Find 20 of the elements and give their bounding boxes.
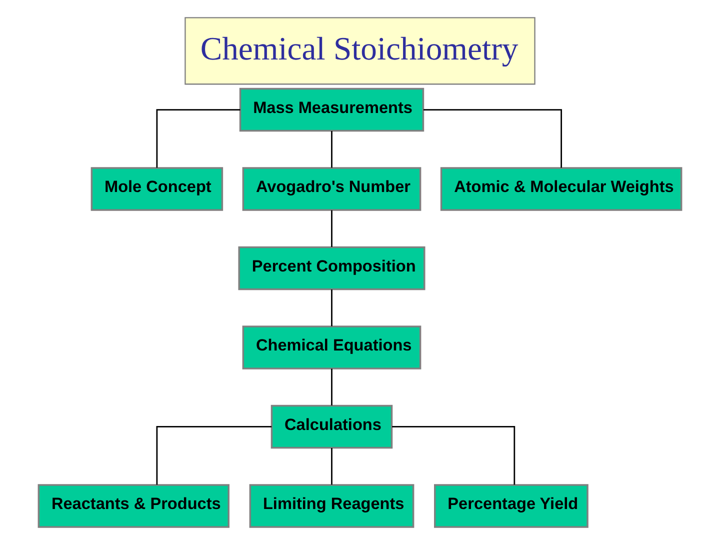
- diagram-title: Chemical Stoichiometry: [200, 32, 518, 68]
- connector: [331, 448, 332, 485]
- connector: [156, 109, 240, 168]
- node-box: Calculations: [270, 404, 393, 449]
- node-box: Atomic & Molecular Weights: [440, 167, 682, 211]
- node-box: Mole Concept: [90, 167, 224, 211]
- node-box: Mass Measurements: [239, 88, 424, 132]
- node-box: Avogadro's Number: [242, 167, 422, 211]
- connector: [331, 368, 332, 406]
- node-box: Percentage Yield: [434, 484, 588, 528]
- node-box: Chemical Equations: [242, 326, 422, 370]
- node-box: Percent Composition: [238, 246, 426, 290]
- connector: [331, 210, 332, 247]
- connector: [331, 131, 332, 168]
- connector: [156, 426, 272, 485]
- node-box: Reactants & Products: [38, 484, 230, 528]
- connector: [423, 109, 562, 168]
- connector: [331, 289, 332, 326]
- node-box: Limiting Reagents: [249, 484, 414, 528]
- connector: [392, 426, 516, 485]
